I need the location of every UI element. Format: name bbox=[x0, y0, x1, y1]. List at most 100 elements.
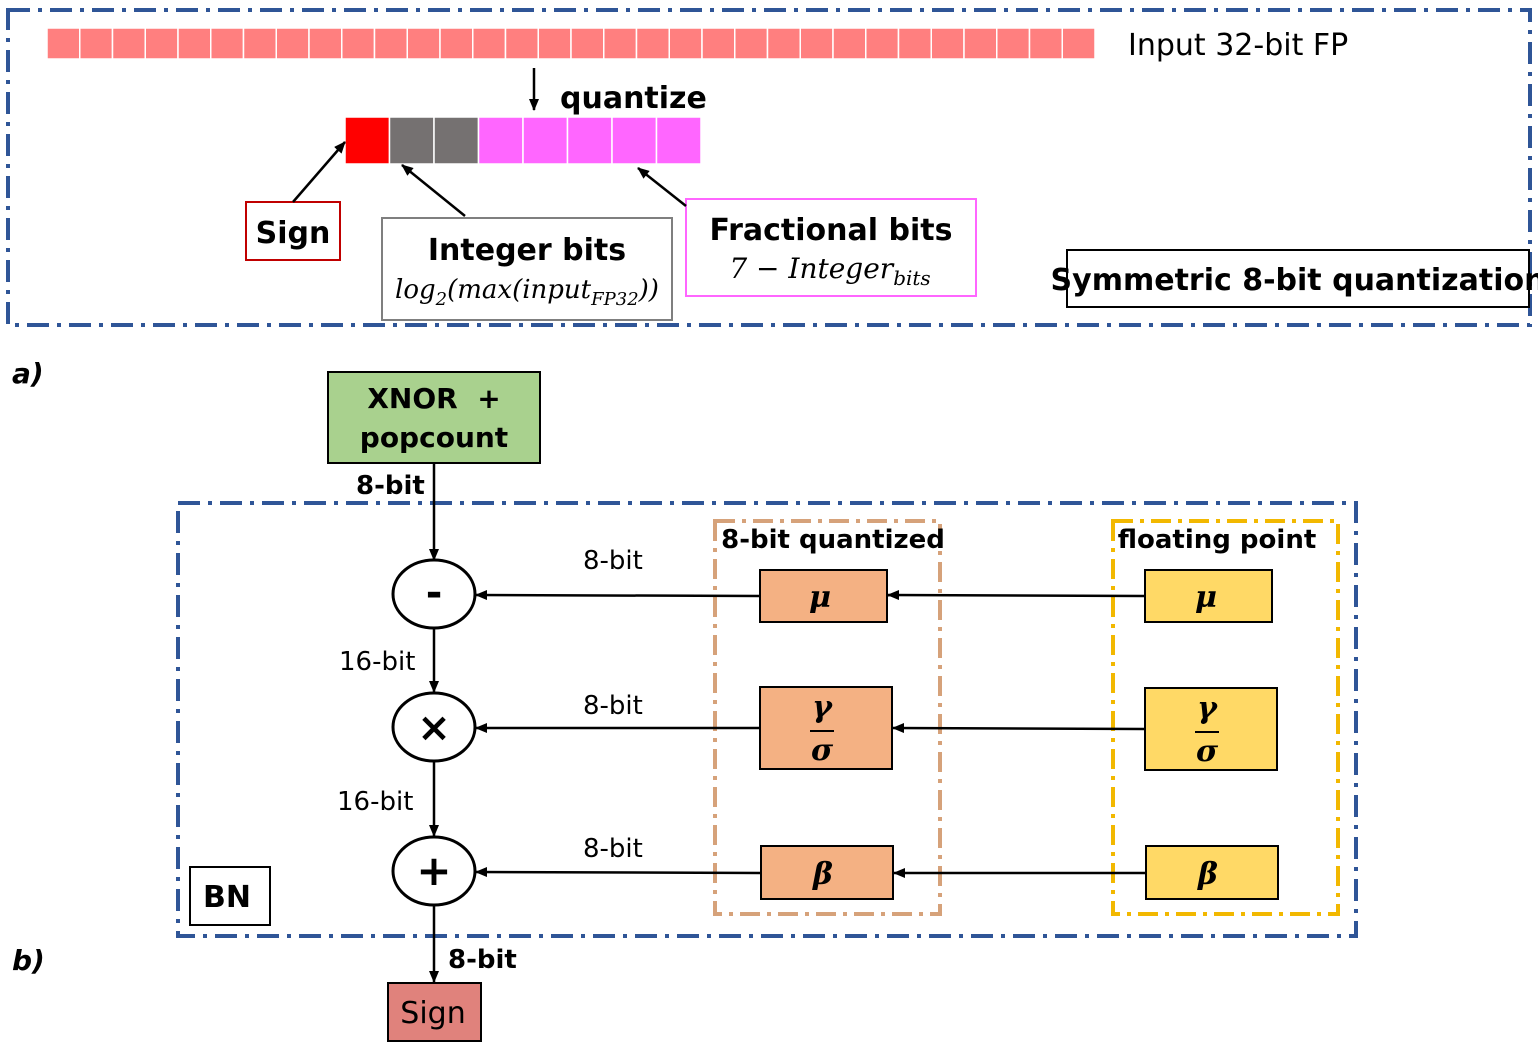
input-bit-cell bbox=[865, 27, 900, 60]
input-bit-cell bbox=[897, 27, 932, 60]
input-bit-cell bbox=[406, 27, 441, 60]
part-a-label: a) bbox=[12, 357, 44, 390]
float-ratio-box bbox=[1144, 687, 1278, 771]
beta-link-width: 8-bit bbox=[583, 834, 643, 864]
input-bit-cell bbox=[799, 27, 834, 60]
input-bit-cell bbox=[996, 27, 1031, 60]
float-mu-to-quant-arrow bbox=[887, 590, 1146, 601]
beta-to-add-arrow bbox=[475, 867, 762, 878]
output-bit-fraction bbox=[522, 116, 569, 165]
input-bit-cell bbox=[635, 27, 670, 60]
input-bit-cell bbox=[603, 27, 638, 60]
fractional-bits-label: Fractional bits bbox=[710, 213, 953, 248]
subtract-op-circle bbox=[391, 558, 477, 630]
integer-bits-formula: log2(max(inputFP32)) bbox=[395, 275, 659, 310]
add-op: + bbox=[416, 846, 451, 895]
input-bit-cell bbox=[341, 27, 376, 60]
quantized-frame bbox=[713, 519, 942, 916]
quantization-title-box bbox=[1066, 249, 1530, 308]
input-bit-cell bbox=[963, 27, 998, 60]
fractional-pointer-arrow bbox=[637, 167, 687, 207]
input-bit-cell bbox=[242, 27, 277, 60]
quant-beta: β bbox=[812, 857, 833, 892]
input-bit-cell bbox=[1028, 27, 1063, 60]
quantization-title: Symmetric 8-bit quantization bbox=[1051, 263, 1538, 298]
float-mu-box bbox=[1144, 569, 1273, 623]
part-b-label: b) bbox=[12, 944, 45, 977]
output-bit-fraction bbox=[477, 116, 524, 165]
float-beta-box bbox=[1145, 845, 1279, 900]
input-bit-cell bbox=[832, 27, 867, 60]
input-bit-cell bbox=[46, 27, 81, 60]
sign-pointer-arrow bbox=[292, 141, 346, 203]
bn-label-box bbox=[189, 866, 271, 926]
output-bit-integer bbox=[433, 116, 480, 165]
bn-label: BN bbox=[203, 880, 251, 915]
input-bit-cell bbox=[472, 27, 507, 60]
part-a-frame bbox=[6, 8, 1532, 327]
mul-add-width: 16-bit bbox=[337, 787, 413, 817]
input-bit-cell bbox=[144, 27, 179, 60]
bn-output-width: 8-bit bbox=[448, 945, 517, 975]
input-bit-cell bbox=[210, 27, 245, 60]
add-op-circle bbox=[391, 835, 477, 907]
input-bit-cell bbox=[1061, 27, 1096, 60]
float-mu: μ bbox=[1195, 580, 1217, 615]
input-bit-cell bbox=[308, 27, 343, 60]
popcount-label: popcount bbox=[360, 421, 508, 454]
quant-mu-box bbox=[759, 569, 888, 623]
bn-frame bbox=[176, 501, 1358, 938]
mu-link-width: 8-bit bbox=[583, 546, 643, 576]
float-beta: β bbox=[1197, 857, 1218, 892]
input-bit-cell bbox=[373, 27, 408, 60]
input-bit-cell bbox=[111, 27, 146, 60]
xnor-output-width: 8-bit bbox=[356, 471, 425, 501]
input-bit-cell bbox=[177, 27, 212, 60]
output-bit-fraction bbox=[611, 116, 658, 165]
output-bit-fraction bbox=[566, 116, 613, 165]
multiply-op: × bbox=[417, 705, 451, 751]
input-bit-cell bbox=[79, 27, 114, 60]
sign-activation-label: Sign bbox=[400, 996, 465, 1031]
input-bit-cell bbox=[570, 27, 605, 60]
xnor-label: XNOR + bbox=[367, 382, 500, 415]
quantize-label: quantize bbox=[560, 81, 707, 116]
input-bit-cell bbox=[504, 27, 539, 60]
integer-pointer-arrow bbox=[401, 164, 466, 217]
input-label: Input 32-bit FP bbox=[1128, 28, 1348, 63]
float-ratio-to-quant-arrow bbox=[892, 723, 1146, 734]
input-bit-cell bbox=[275, 27, 310, 60]
quant-mu: μ bbox=[809, 580, 831, 615]
sign-bit-label: Sign bbox=[256, 216, 331, 251]
quant-sigma: σ bbox=[811, 733, 834, 768]
output-bit-integer bbox=[388, 116, 435, 165]
sub-mul-width: 16-bit bbox=[339, 647, 415, 677]
input-bit-cell bbox=[668, 27, 703, 60]
output-bit-fraction bbox=[655, 116, 702, 165]
input-bit-cell bbox=[701, 27, 736, 60]
float-sigma: σ bbox=[1196, 734, 1219, 769]
input-bit-cell bbox=[734, 27, 769, 60]
float-title: floating point bbox=[1118, 525, 1317, 555]
fractional-bits-box bbox=[685, 198, 977, 297]
input-32bit-register bbox=[46, 27, 1096, 60]
output-bit-sign bbox=[344, 116, 391, 165]
subtract-op: - bbox=[426, 570, 443, 616]
fractional-bits-formula: 7 − Integerbits bbox=[729, 252, 930, 290]
quant-beta-box bbox=[760, 845, 894, 900]
output-8bit-register bbox=[344, 116, 702, 165]
quantized-title: 8-bit quantized bbox=[721, 525, 945, 555]
input-bit-cell bbox=[439, 27, 474, 60]
input-bit-cell bbox=[766, 27, 801, 60]
xnor-popcount-box bbox=[327, 371, 541, 464]
integer-bits-box bbox=[381, 217, 673, 321]
input-bit-cell bbox=[930, 27, 965, 60]
input-bit-cell bbox=[537, 27, 572, 60]
sign-activation-box bbox=[387, 982, 482, 1042]
float-frame bbox=[1111, 519, 1340, 916]
ratio-link-width: 8-bit bbox=[583, 691, 643, 721]
float-gamma: γ bbox=[1197, 691, 1218, 726]
integer-bits-label: Integer bits bbox=[428, 233, 626, 268]
quant-gamma: γ bbox=[812, 690, 833, 725]
quant-ratio-box bbox=[759, 686, 893, 770]
